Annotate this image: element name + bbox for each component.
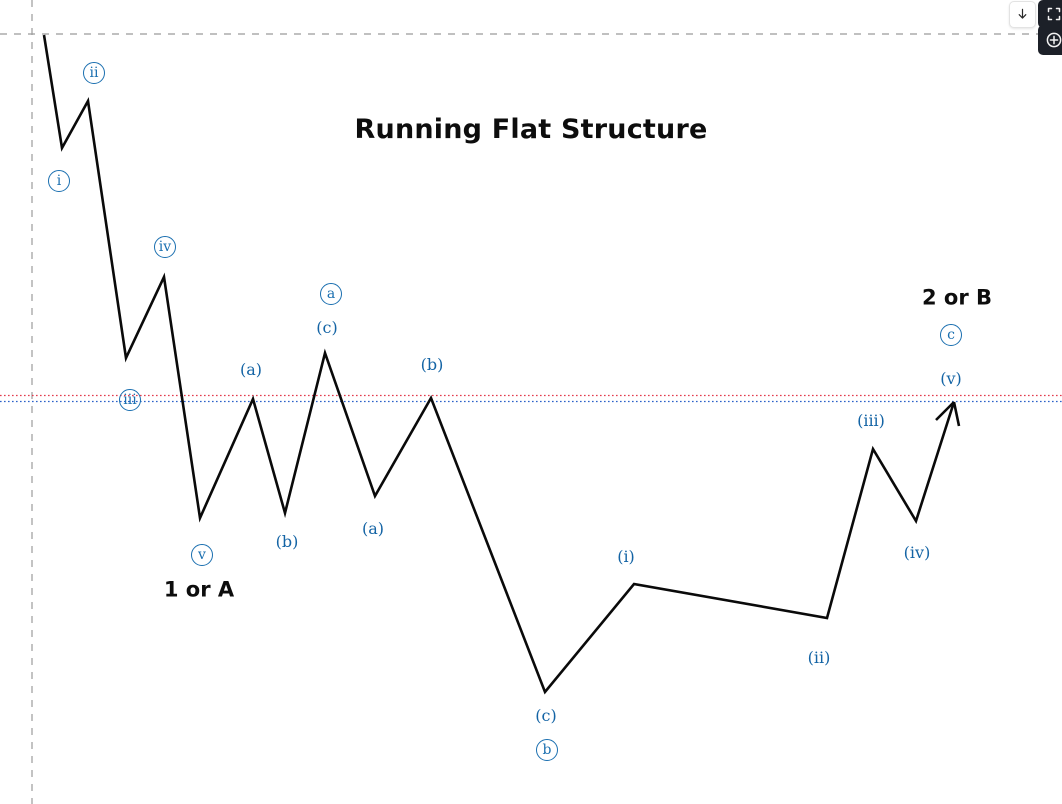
wave-label-a: (a) <box>239 360 263 379</box>
wave-label-iv: (iv) <box>903 543 931 562</box>
price-path-polyline <box>42 34 956 695</box>
wave-label-c: (c) <box>535 706 557 725</box>
wave-label-iii: (iii) <box>857 411 885 430</box>
wave-label-a: a <box>320 283 342 305</box>
wave-label-v: v <box>191 544 213 566</box>
wave-label-ii: ii <box>83 62 105 84</box>
wave-label-c: c <box>940 324 962 346</box>
wave-label-b: (b) <box>275 532 299 551</box>
wave-end-arrowhead <box>935 401 961 427</box>
zoom-in-button[interactable] <box>1038 25 1062 55</box>
wave-label-ii: (ii) <box>807 648 831 667</box>
download-button[interactable] <box>1009 1 1036 28</box>
wave-label-iv: iv <box>154 236 176 258</box>
wave-label-c: (c) <box>316 318 338 337</box>
wave-label-b: (b) <box>420 355 444 374</box>
page-title: Running Flat Structure <box>354 114 708 145</box>
wave-label-2orb: 2 or B <box>921 285 993 310</box>
download-arrow-icon <box>1018 8 1027 19</box>
wave-label-v: (v) <box>940 369 962 388</box>
fullscreen-expand-icon <box>1047 7 1061 21</box>
zoom-in-plus-icon <box>1046 32 1062 48</box>
wave-label-1ora: 1 or A <box>163 577 235 602</box>
wave-label-b: b <box>536 739 558 761</box>
wave-label-i: (i) <box>617 547 635 566</box>
wave-label-i: i <box>48 170 70 192</box>
fullscreen-button[interactable] <box>1038 0 1062 28</box>
wave-label-a: (a) <box>361 519 385 538</box>
wave-label-iii: iii <box>119 389 141 411</box>
